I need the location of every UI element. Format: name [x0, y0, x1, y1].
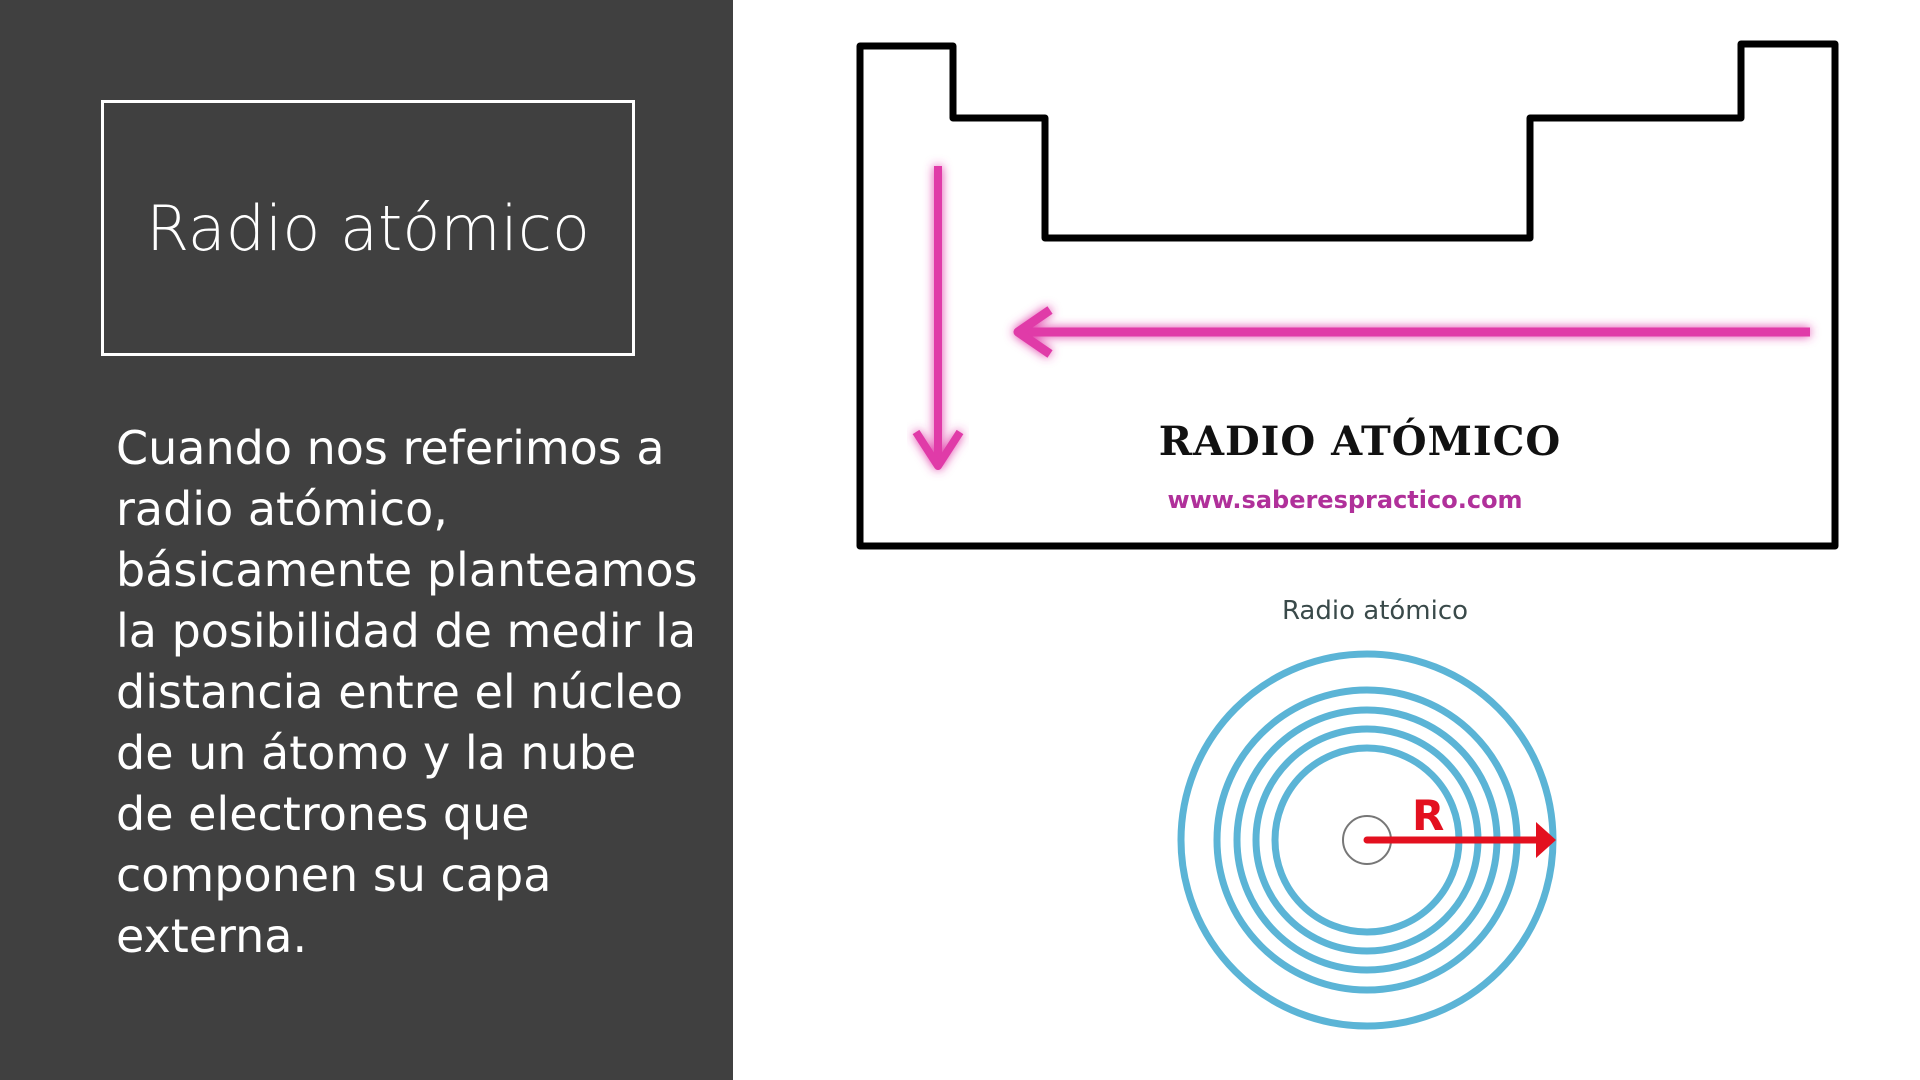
body-line: componen su capa: [116, 848, 552, 902]
body-line: radio atómico,: [116, 482, 448, 536]
atom-rings-icon: R: [1177, 650, 1557, 1030]
body-line: Cuando nos referimos a: [116, 421, 665, 475]
figure-source-link: www.saberespractico.com: [1167, 486, 1523, 514]
radius-label: R: [1412, 791, 1444, 840]
down-arrow-icon: [912, 166, 964, 470]
title-frame: Radio atómico: [101, 100, 635, 356]
atom-figure-label: Radio atómico: [1281, 596, 1469, 626]
radius-arrow-icon: [1363, 822, 1556, 858]
body-line: distancia entre el núcleo: [116, 665, 684, 719]
body-line: básicamente planteamos: [116, 543, 698, 597]
periodic-table-outline-icon: [856, 40, 1839, 550]
periodic-table-trend-figure: RADIO ATÓMICO www.saberespractico.com: [850, 30, 1850, 560]
atom-radius-figure: Radio atómico R: [1150, 590, 1600, 1040]
body-line: la posibilidad de medir la: [116, 604, 697, 658]
slide-title: Radio atómico: [146, 191, 590, 265]
figure-heading: RADIO ATÓMICO: [1158, 418, 1562, 465]
left-text-panel: Radio atómico Cuando nos referimos a rad…: [0, 0, 733, 1080]
slide-body-text: Cuando nos referimos a radio atómico, bá…: [116, 418, 698, 967]
body-line: externa.: [116, 909, 308, 963]
body-line: de un átomo y la nube: [116, 726, 637, 780]
left-arrow-icon: [1013, 306, 1810, 358]
body-line: de electrones que: [116, 787, 530, 841]
